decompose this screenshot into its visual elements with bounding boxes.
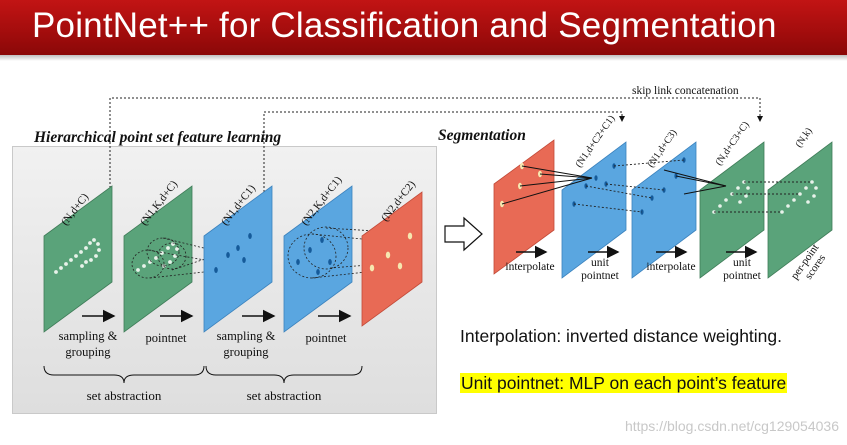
skip-link-label: skip link concatenation [632, 85, 739, 97]
step-interpolate-2: interpolate [646, 261, 695, 273]
step-sampling-2b: grouping [223, 345, 269, 359]
seg-label-4: (N,k) [793, 126, 814, 150]
set-abstraction-1: set abstraction [87, 388, 162, 403]
skip-links [109, 97, 763, 196]
interp-lines [501, 165, 593, 205]
unit-lines-2 [714, 181, 812, 213]
seg-plane-blue-2: (N1,d+C3) [631, 128, 697, 279]
plane-n2-k-dc1: (N2,K,d+C1) [283, 174, 353, 333]
interp-lines-2 [663, 169, 727, 195]
interpolation-note: Interpolation: inverted distance weighti… [460, 326, 783, 346]
watermark: https://blog.csdn.net/cg129054036 [624, 418, 839, 434]
hollow-arrow [444, 216, 483, 252]
step-pointnet-1: pointnet [146, 331, 187, 345]
group-lines-2 [311, 227, 393, 279]
step-interpolate-1: interpolate [505, 261, 554, 273]
seg-plane-green: (N,d+C3+C) [699, 120, 765, 279]
title-shadow [0, 55, 847, 61]
unit-pointnet-highlight: Unit pointnet: MLP on each point’s featu… [460, 373, 788, 393]
step-unit-1b: pointnet [581, 270, 619, 282]
seg-plane-red [493, 139, 555, 275]
unit-pointnet-note: Unit pointnet: MLP on each point’s featu… [460, 373, 788, 394]
left-heading: Hierarchical point set feature learning [34, 129, 282, 146]
seg-plane-blue-1: (N1,d+C2+C1) [561, 113, 627, 279]
plane-n2-dc2: (N2,d+C2) [361, 178, 423, 327]
set-abstraction-2: set abstraction [247, 388, 322, 403]
step-pointnet-2: pointnet [306, 331, 347, 345]
plane-n1-k-dc: (N1,K,d+C) [123, 178, 193, 333]
step-sampling-1a: sampling & [59, 329, 118, 343]
step-unit-1a: unit [591, 257, 610, 269]
step-sampling-1b: grouping [65, 345, 111, 359]
plane-n1-dc1: (N1,d+C1) [203, 182, 273, 333]
step-unit-2b: pointnet [723, 270, 761, 282]
title-bar: PointNet++ for Classification and Segmen… [0, 0, 847, 55]
slide-title: PointNet++ for Classification and Segmen… [32, 6, 777, 45]
step-unit-2a: unit [733, 257, 752, 269]
unit-lines-1 [573, 159, 685, 213]
plane-n-dc: (N,d+C) [43, 185, 113, 333]
braces [43, 365, 363, 384]
step-sampling-2a: sampling & [217, 329, 276, 343]
right-heading: Segmentation [438, 127, 526, 144]
